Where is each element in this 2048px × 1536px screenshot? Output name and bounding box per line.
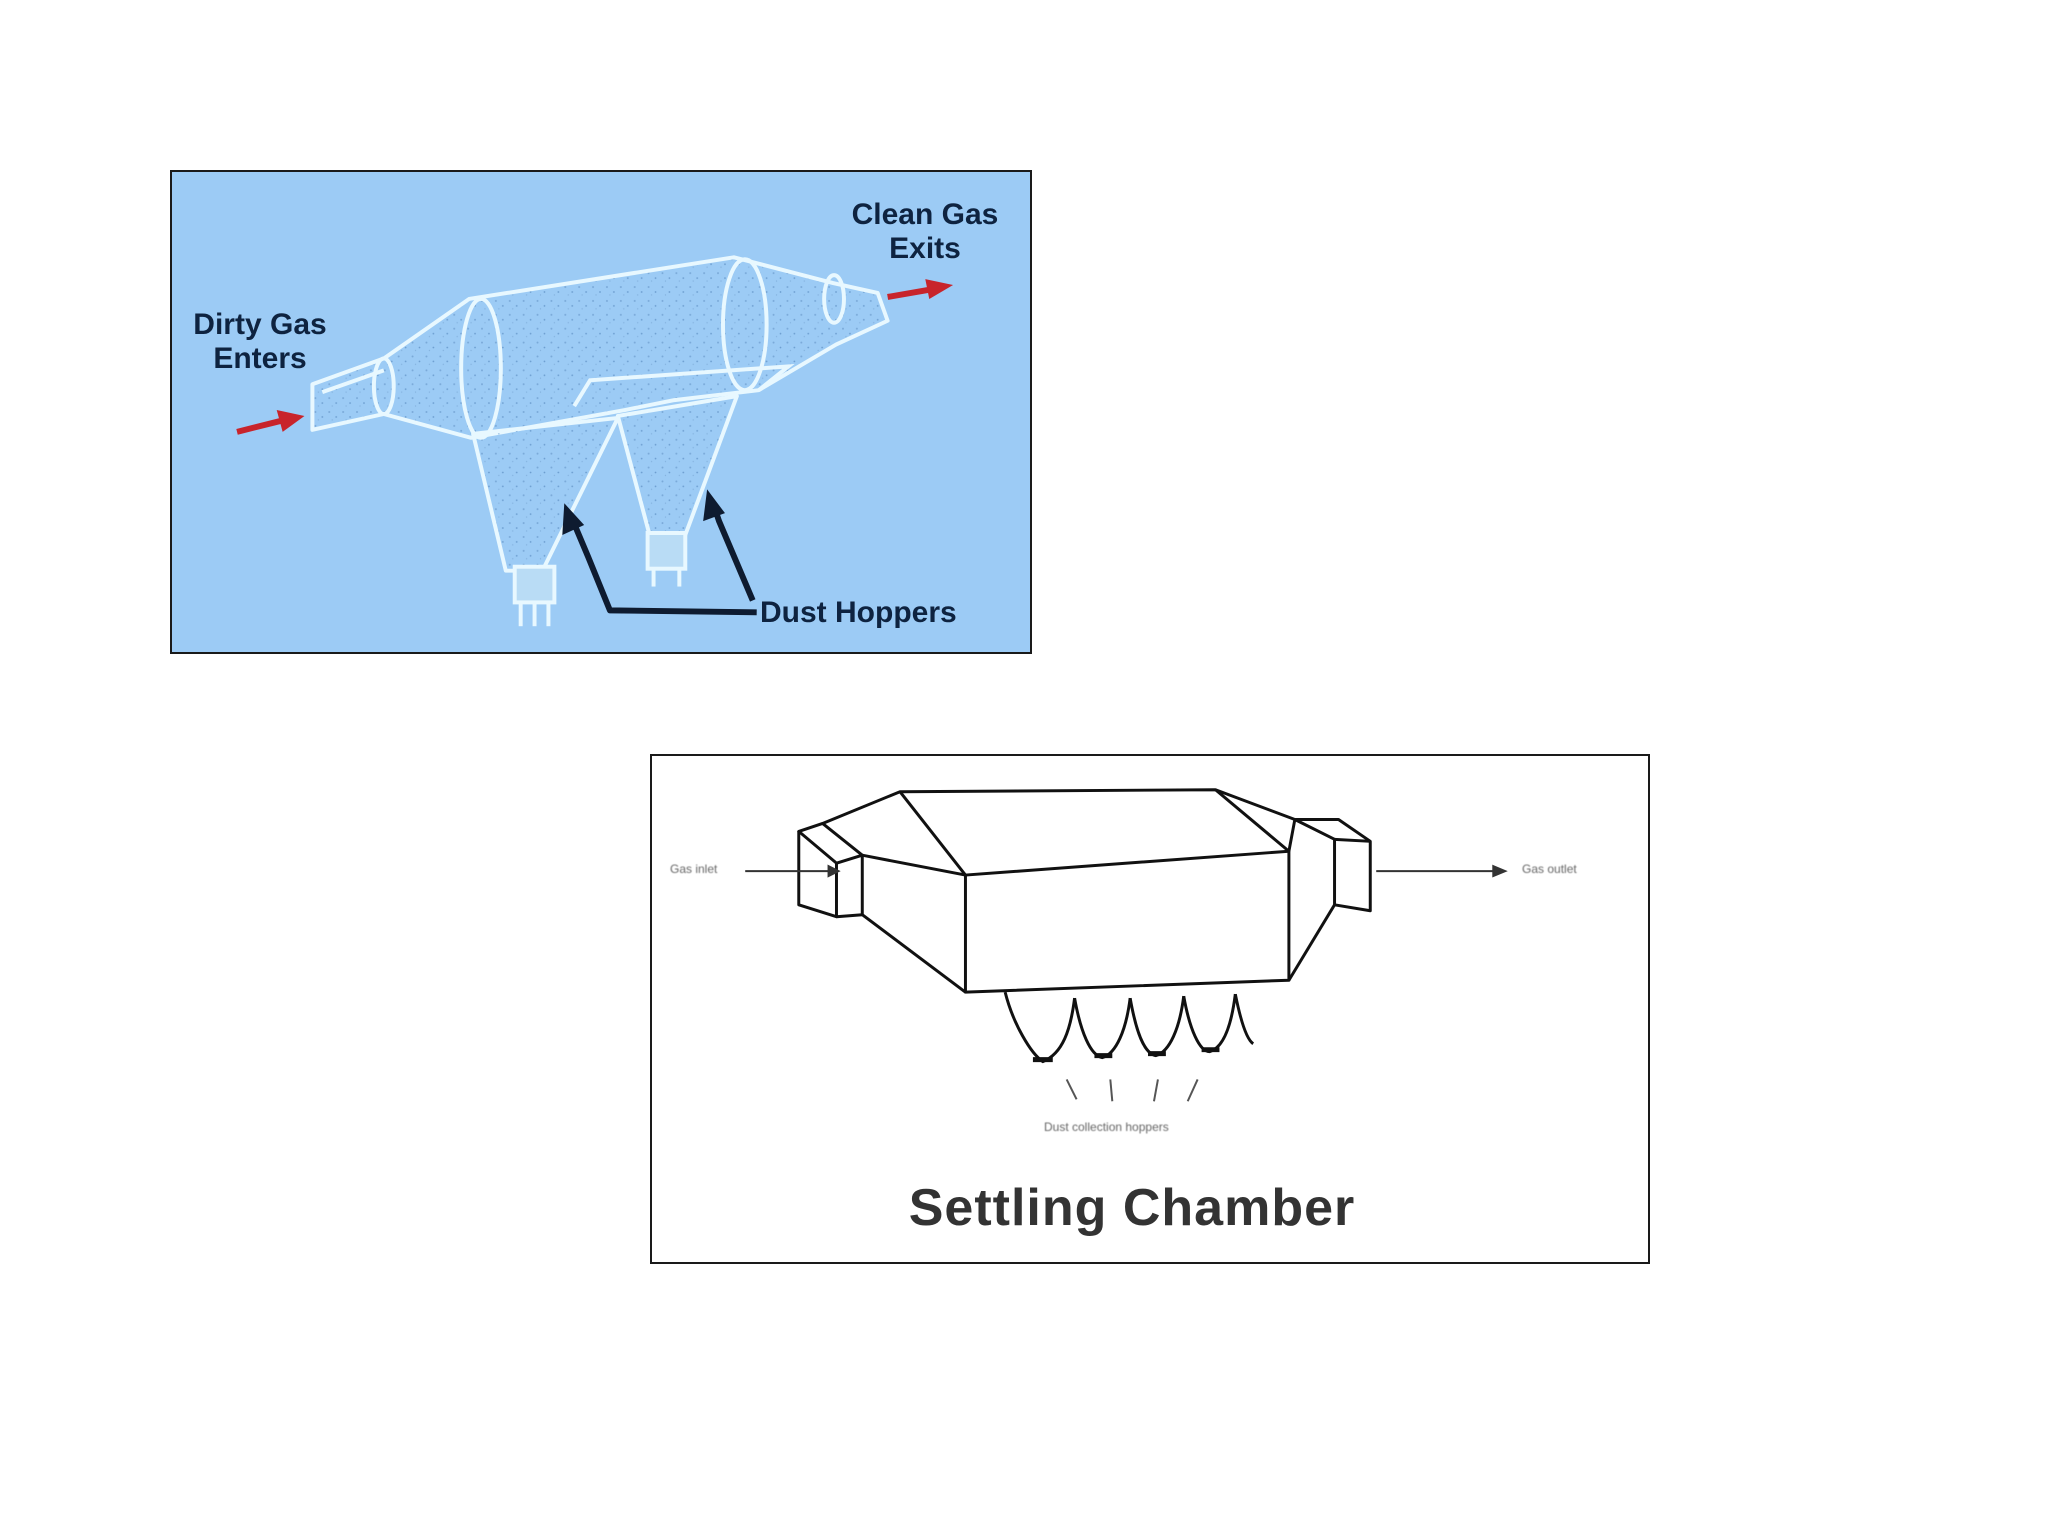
dirty-gas-label-enters: Enters: [213, 342, 307, 375]
hopper-valve-2: [645, 531, 688, 587]
gas-inlet-label: Gas inlet: [670, 862, 718, 876]
settling-chamber-sketch: [745, 788, 1508, 1102]
dust-collection-label: Dust collection hoppers: [1044, 1120, 1169, 1134]
chamber-sketch: [236, 255, 954, 627]
dust-chamber-illustration: Dirty Gas Enters Clean Gas Exits Dust Ho…: [170, 170, 1032, 654]
chamber-body: [310, 255, 890, 573]
chamber-box: [822, 788, 1336, 994]
gas-outlet-arrow: [887, 279, 954, 300]
settling-chamber-drawing: Gas inlet Gas outlet Dust collection hop…: [650, 754, 1650, 1264]
gas-outlet-label: Gas outlet: [1522, 862, 1577, 876]
settling-chamber-title: Settling Chamber: [908, 1179, 1356, 1237]
clean-gas-label: Clean Gas: [851, 198, 999, 231]
hopper-leader-lines: [1065, 1078, 1199, 1102]
outlet-duct: [1293, 818, 1372, 913]
hopper-outlets: [1032, 1047, 1220, 1063]
inlet-flow-arrow: [745, 864, 841, 878]
outlet-flow-arrow: [1376, 864, 1508, 878]
dust-hoppers-label: Dust Hoppers: [760, 596, 957, 629]
hopper-valve-1: [512, 564, 557, 627]
dirty-gas-label: Dirty Gas: [193, 308, 327, 341]
clean-gas-label-exits: Exits: [889, 232, 961, 265]
gas-inlet-arrow: [236, 410, 305, 435]
